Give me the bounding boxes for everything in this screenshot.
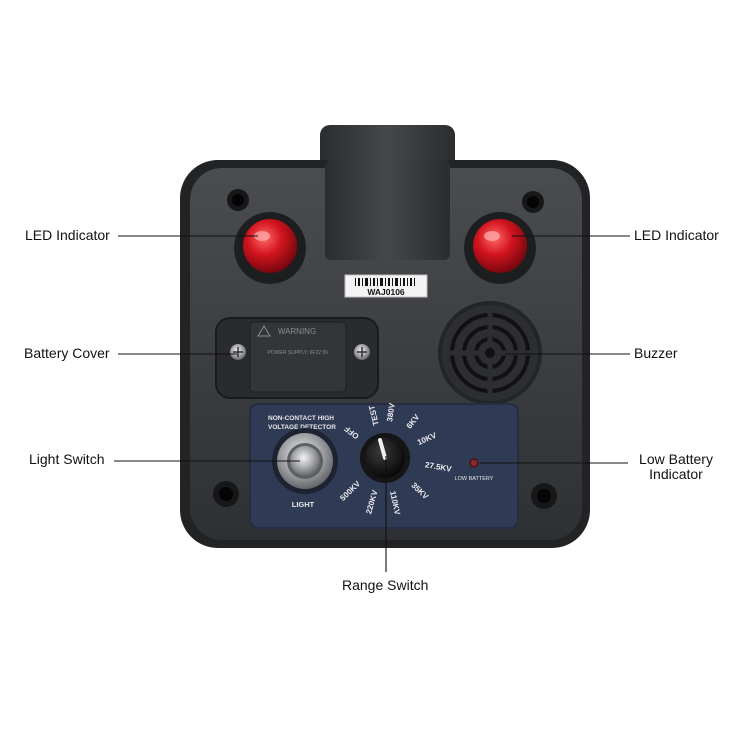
led-indicator-left xyxy=(234,212,306,284)
callout-battery-cover: Battery Cover xyxy=(24,345,110,361)
buzzer-grille xyxy=(438,301,542,405)
callout-led-indicator-right: LED Indicator xyxy=(634,227,719,243)
low-battery-led xyxy=(469,458,479,468)
serial-number: WAJ0106 xyxy=(367,287,405,297)
callout-buzzer: Buzzer xyxy=(634,345,678,361)
callout-light-switch: Light Switch xyxy=(29,451,105,467)
panel-title-line2: VOLTAGE DETECTOR xyxy=(268,424,336,431)
screw-icon xyxy=(354,344,370,360)
callout-low-battery-line2: Indicator xyxy=(649,466,703,482)
range-switch-knob[interactable] xyxy=(360,433,410,483)
battery-cover: WARNING POWER SUPPLY: 6F22 9V xyxy=(215,317,379,399)
panel-title-line1: NON-CONTACT HIGH xyxy=(268,415,334,422)
serial-label: WAJ0106 xyxy=(344,274,428,298)
screw-holes xyxy=(213,189,557,509)
dial-label: 380V xyxy=(385,402,397,422)
callout-range-switch: Range Switch xyxy=(342,577,429,593)
led-indicator-right xyxy=(464,212,536,284)
callout-led-indicator-left: LED Indicator xyxy=(25,227,110,243)
leader-lines xyxy=(114,235,630,572)
light-label: LIGHT xyxy=(292,500,315,509)
callout-low-battery-indicator: Low Battery Indicator xyxy=(632,452,720,482)
warning-title: WARNING xyxy=(278,327,316,336)
warning-text: POWER SUPPLY: 6F22 9V xyxy=(267,350,329,356)
handle-base xyxy=(325,160,450,260)
callout-low-battery-line1: Low Battery xyxy=(639,451,713,467)
light-switch[interactable] xyxy=(272,428,338,494)
barcode xyxy=(355,278,415,286)
screw-icon xyxy=(230,344,246,360)
low-battery-label: LOW BATTERY xyxy=(455,476,494,482)
